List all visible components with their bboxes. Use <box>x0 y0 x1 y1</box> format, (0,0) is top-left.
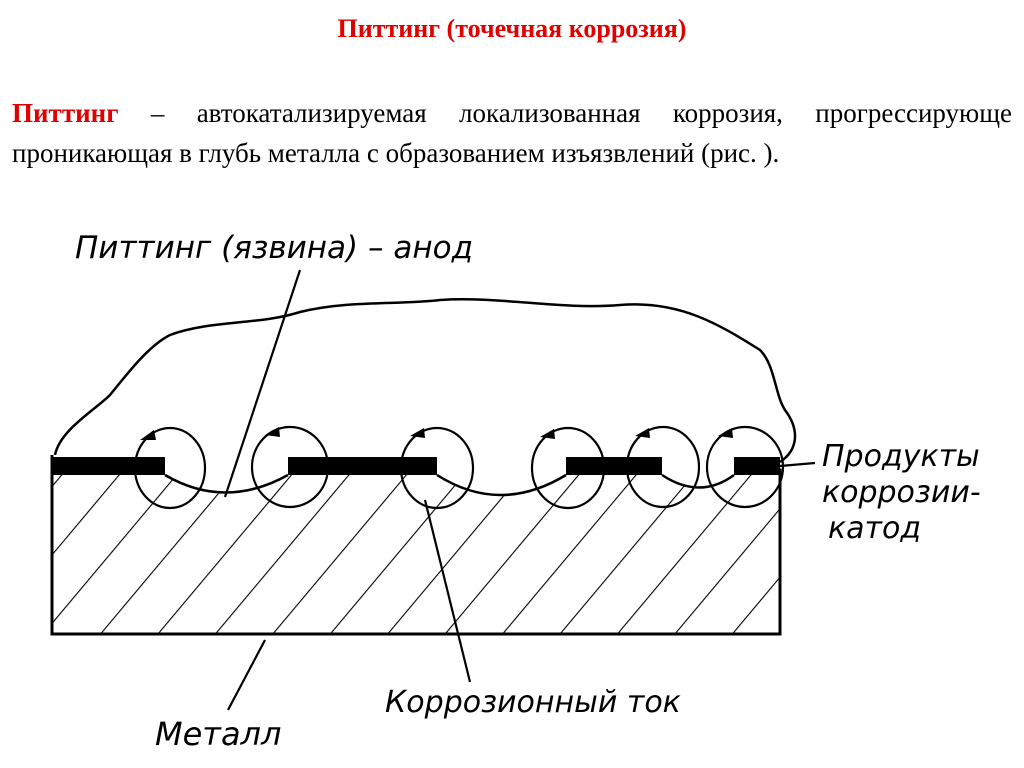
term: Питтинг <box>12 98 119 128</box>
label-products-3: катод <box>828 511 921 546</box>
label-metal: Металл <box>155 715 281 753</box>
label-products-1: Продукты <box>822 439 980 474</box>
current-loops <box>133 425 785 510</box>
arrow-icons <box>140 427 733 440</box>
metal-block <box>50 468 782 636</box>
cathode-bars <box>52 457 780 475</box>
label-products-2: коррозии- <box>822 475 981 510</box>
corrosion-products-outline <box>53 298 797 464</box>
label-pit-anode: Питтинг (язвина) – анод <box>75 230 473 266</box>
slide-title: Питтинг (точечная коррозия) <box>337 14 687 43</box>
label-current: Коррозионный ток <box>385 685 681 720</box>
definition-paragraph: Питтинг – автокатализируемая локализован… <box>12 93 1012 173</box>
definition-text: – автокатализируемая локализованная корр… <box>12 98 1012 168</box>
